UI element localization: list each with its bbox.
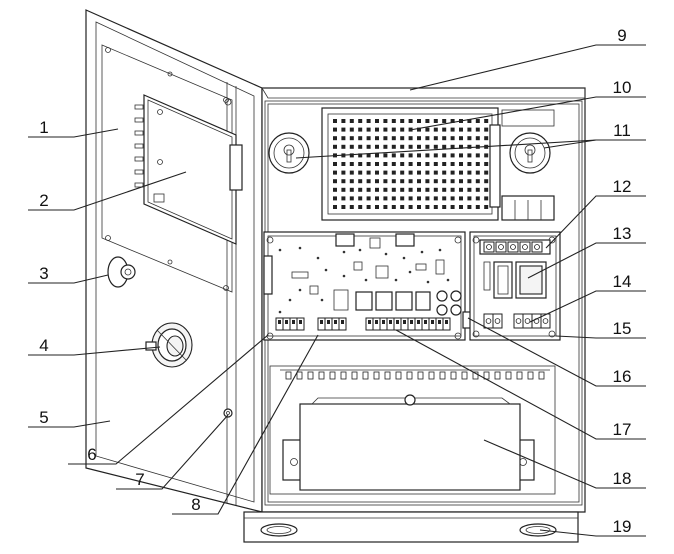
cabinet-base xyxy=(243,511,579,543)
door-tamper-switch xyxy=(145,322,193,368)
callout-labels: 1 2 3 4 5 6 7 8 9 10 11 12 13 14 15 16 1… xyxy=(39,26,631,536)
door-mounting-plate xyxy=(101,44,233,293)
callout-10: 10 xyxy=(613,78,632,97)
fuse-terminal-bottom xyxy=(483,313,551,329)
psu-vent-grid xyxy=(333,119,489,209)
callout-16: 16 xyxy=(613,367,632,386)
callout-9: 9 xyxy=(617,26,626,45)
callout-4: 4 xyxy=(39,336,48,355)
callout-7: 7 xyxy=(135,470,144,489)
callout-17: 17 xyxy=(613,420,632,439)
fuse-terminal-top xyxy=(483,241,543,253)
callout-2: 2 xyxy=(39,191,48,210)
callout-14: 14 xyxy=(613,272,632,291)
door-lock xyxy=(107,256,136,288)
fuse-switch-board xyxy=(469,231,561,341)
door-hinge-screws xyxy=(223,98,233,418)
board-components xyxy=(278,246,450,314)
callout-15: 15 xyxy=(613,319,632,338)
power-supply-module xyxy=(321,107,555,221)
callout-11: 11 xyxy=(613,121,631,140)
battery-compartment xyxy=(269,365,556,495)
callout-12: 12 xyxy=(613,177,632,196)
callout-6: 6 xyxy=(87,445,96,464)
callout-3: 3 xyxy=(39,264,48,283)
callout-1: 1 xyxy=(39,118,48,137)
callout-13: 13 xyxy=(613,224,632,243)
door-circuit-board xyxy=(134,94,243,245)
callout-19: 19 xyxy=(613,517,632,536)
callout-8: 8 xyxy=(191,495,200,514)
board-terminal-blocks xyxy=(275,317,451,331)
battery-rail-ribs xyxy=(285,371,545,380)
leader-lines xyxy=(28,44,646,537)
callout-18: 18 xyxy=(613,469,632,488)
callout-5: 5 xyxy=(39,408,48,427)
main-controller-board xyxy=(263,231,472,341)
